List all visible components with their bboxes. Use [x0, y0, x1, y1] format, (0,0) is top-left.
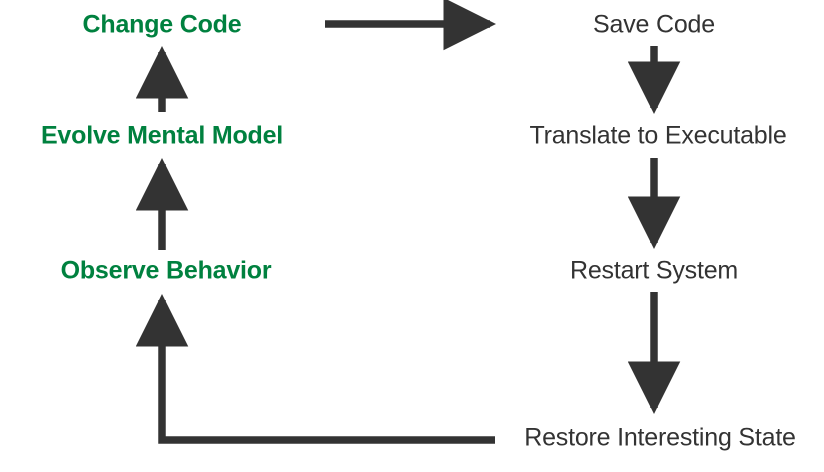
node-restore-interesting-state[interactable]: Restore Interesting State [524, 423, 796, 452]
node-observe-behavior[interactable]: Observe Behavior [60, 256, 272, 285]
edge-restore-to-observe [135, 293, 495, 444]
node-evolve-mental-model[interactable]: Evolve Mental Model [40, 121, 284, 150]
node-change-code[interactable]: Change Code [82, 10, 242, 39]
node-restart-system[interactable]: Restart System [569, 256, 739, 285]
node-translate-to-executable[interactable]: Translate to Executable [529, 121, 787, 150]
node-save-code[interactable]: Save Code [593, 10, 715, 39]
